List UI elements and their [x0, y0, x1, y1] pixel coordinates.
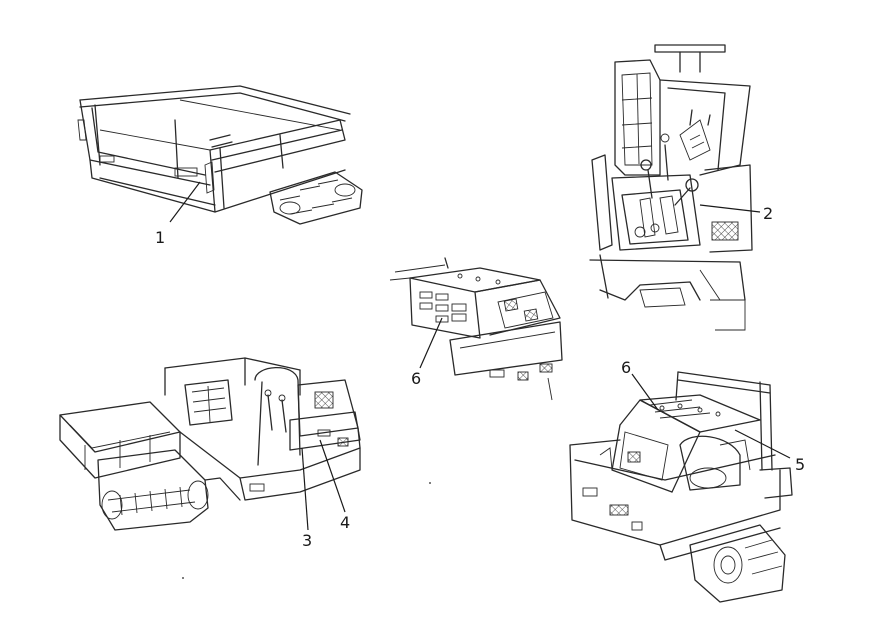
carrier-rear-view: [569, 371, 793, 603]
control-console-view: [589, 44, 761, 331]
callout-1: 1: [155, 228, 165, 247]
callout-6-center: 6: [411, 369, 421, 388]
dump-bed-view: [77, 85, 363, 225]
callout-5: 5: [795, 455, 805, 474]
callout-4: 4: [340, 513, 350, 532]
speck-dot: [429, 482, 431, 484]
callout-3: 3: [302, 531, 312, 550]
callout-6-right: 6: [621, 358, 631, 377]
callout-2: 2: [763, 204, 773, 223]
instrument-panel-view: [389, 257, 563, 401]
carrier-overall-view: [59, 357, 361, 531]
speck-dot: [182, 577, 184, 579]
